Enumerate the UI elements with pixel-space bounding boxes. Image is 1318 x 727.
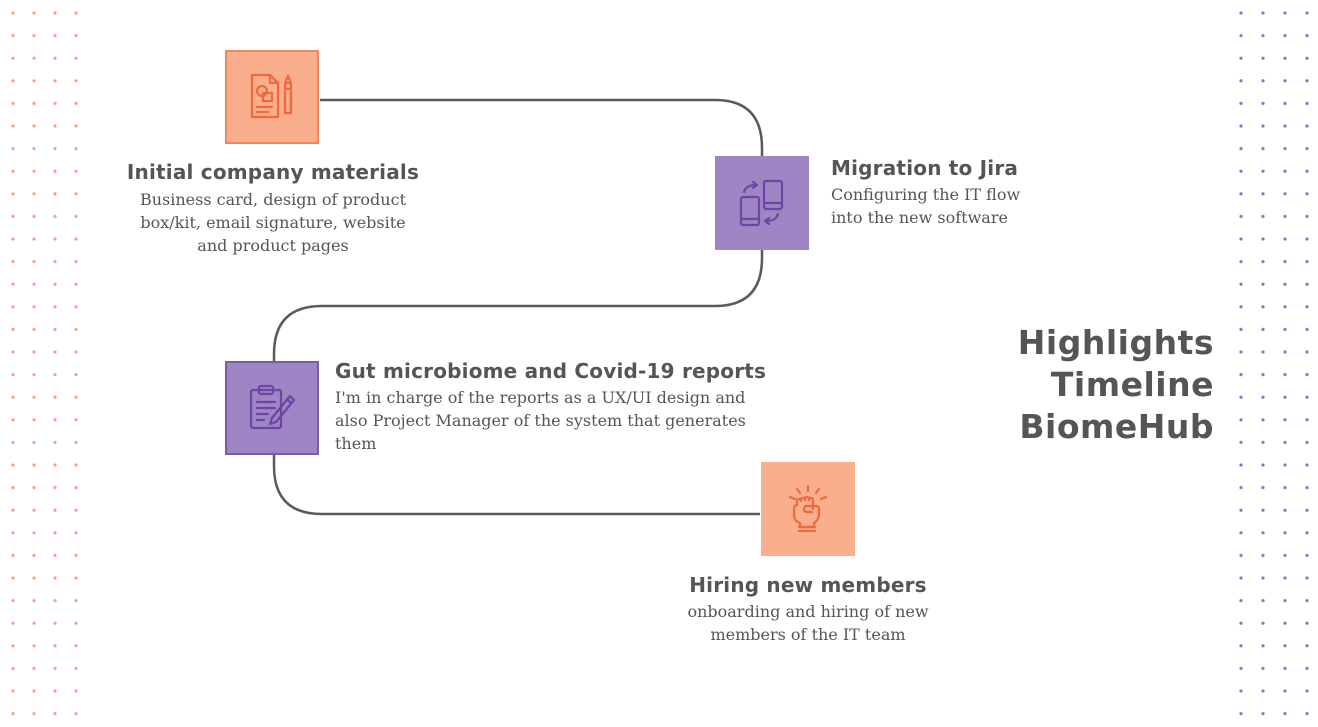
document-design-icon bbox=[250, 73, 293, 119]
milestone-1-tile bbox=[225, 50, 319, 144]
device-sync-icon bbox=[739, 179, 784, 227]
highlights-heading: Highlights Timeline BiomeHub bbox=[1017, 323, 1214, 446]
milestone-3-tile bbox=[225, 361, 319, 455]
milestone-1-title: Initial company materials bbox=[126, 160, 420, 184]
report-edit-icon bbox=[249, 384, 296, 430]
milestone-4-description: onboarding and hiring of new members of … bbox=[687, 602, 929, 644]
raised-fist-icon bbox=[788, 484, 828, 533]
milestone-2-title: Migration to Jira bbox=[831, 156, 1019, 180]
milestone-2-description: Configuring the IT flow into the new sof… bbox=[831, 185, 1021, 227]
milestone-3-description: I'm in charge of the reports as a UX/UI … bbox=[335, 388, 746, 453]
milestone-3-title: Gut microbiome and Covid-19 reports bbox=[335, 359, 767, 383]
milestone-4-title: Hiring new members bbox=[689, 573, 927, 597]
right-dot-pattern bbox=[1228, 0, 1318, 727]
milestone-1-description: Business card, design of product box/kit… bbox=[139, 190, 406, 255]
milestone-4-tile bbox=[761, 462, 855, 556]
milestone-2-tile bbox=[715, 156, 809, 250]
left-dot-pattern bbox=[0, 0, 90, 727]
